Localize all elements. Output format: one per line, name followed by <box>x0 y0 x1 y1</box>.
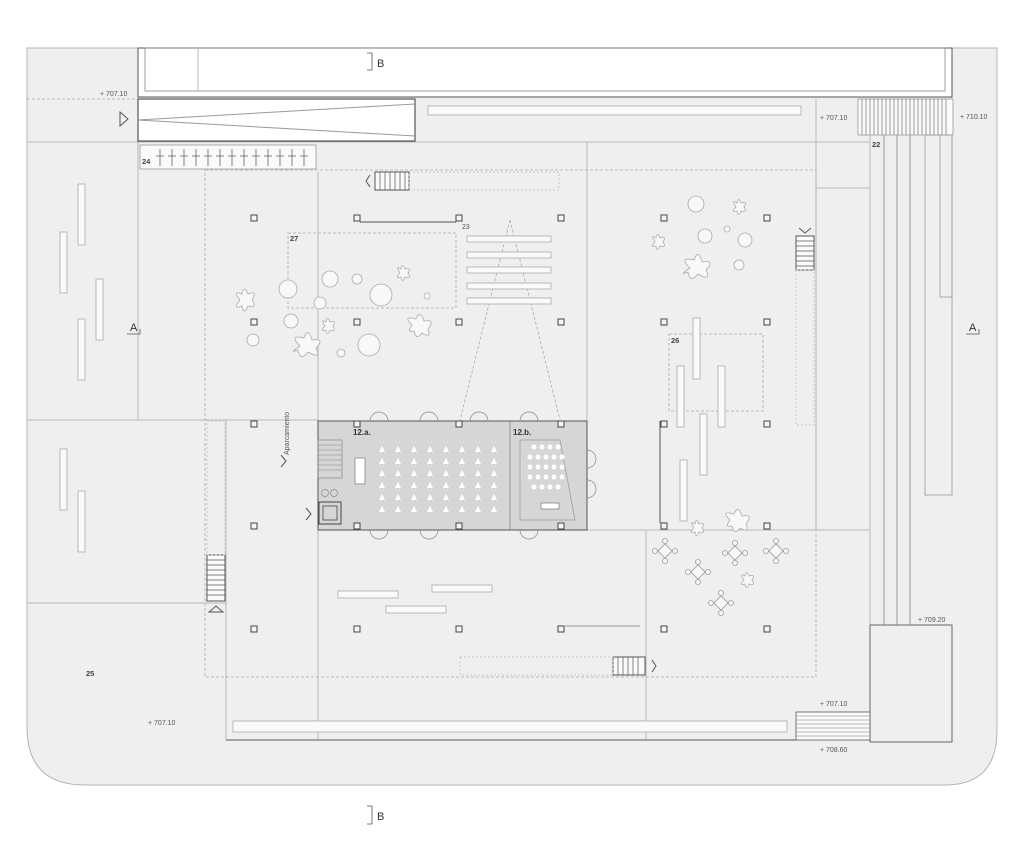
svg-text:B: B <box>377 58 384 70</box>
section-marker-b-bottom: B <box>367 805 384 825</box>
section-marker-a-left: A <box>127 322 141 335</box>
tree-clusters <box>236 199 754 588</box>
section-marker-a-right: A <box>966 322 980 335</box>
existing-building <box>137 47 953 98</box>
level-top-left: + 707.10 <box>100 91 128 98</box>
svg-text:A: A <box>130 322 138 334</box>
parking-label: Aparcamiento <box>284 412 291 455</box>
annex-block <box>869 624 953 743</box>
level-bottom-left: + 707.10 <box>148 720 176 727</box>
zone-24: 24 <box>142 157 151 166</box>
entry-arrow-icon <box>305 507 312 521</box>
park-benches-right <box>676 317 726 522</box>
street-benches-left <box>59 183 104 553</box>
doors <box>369 411 597 540</box>
entry-ramp <box>137 98 416 142</box>
room-12b: 12.b. <box>513 428 531 437</box>
stair-left <box>206 554 226 602</box>
stair-arrow-icon <box>365 174 371 188</box>
seats-12b <box>527 444 565 490</box>
long-bench-top <box>427 105 802 116</box>
level-bottom-right-upper: + 707.10 <box>820 701 848 708</box>
level-right-mid: + 709.20 <box>918 617 946 624</box>
roof-outline <box>204 169 817 678</box>
zone-23: 23 <box>462 224 470 231</box>
long-bench-bottom <box>232 720 788 733</box>
ramp-stripes-right <box>857 98 954 136</box>
level-top-center: + 707.10 <box>820 115 848 122</box>
columns <box>250 214 771 633</box>
zone-22: 22 <box>872 140 880 149</box>
ramp-arrow-icon <box>119 110 129 128</box>
zone-26: 26 <box>671 336 679 345</box>
bike-rack <box>139 144 317 170</box>
zone-25: 25 <box>86 669 94 678</box>
stair-arrow-icon-bottom <box>651 659 657 673</box>
stair-top <box>374 171 410 191</box>
level-bottom-right-lower: + 708.60 <box>820 747 848 754</box>
room-12a: 12.a. <box>353 428 371 437</box>
svg-text:A: A <box>969 322 977 334</box>
elevator-icon <box>318 501 342 525</box>
benches-bottom <box>337 584 493 614</box>
level-top-right: + 710.10 <box>960 114 988 121</box>
bleacher-bars <box>466 235 552 305</box>
stair-arrow-icon-left <box>207 605 225 613</box>
site-ground <box>26 47 998 786</box>
section-marker-b-top: B <box>367 52 384 71</box>
trees <box>246 195 753 358</box>
stair-arrow-icon-right <box>798 227 812 234</box>
cafe-tables <box>652 538 789 616</box>
seats-12a <box>379 446 497 512</box>
entry-arrow-icon-2 <box>280 454 287 468</box>
zone-27: 27 <box>290 234 298 243</box>
svg-text:B: B <box>377 811 384 823</box>
